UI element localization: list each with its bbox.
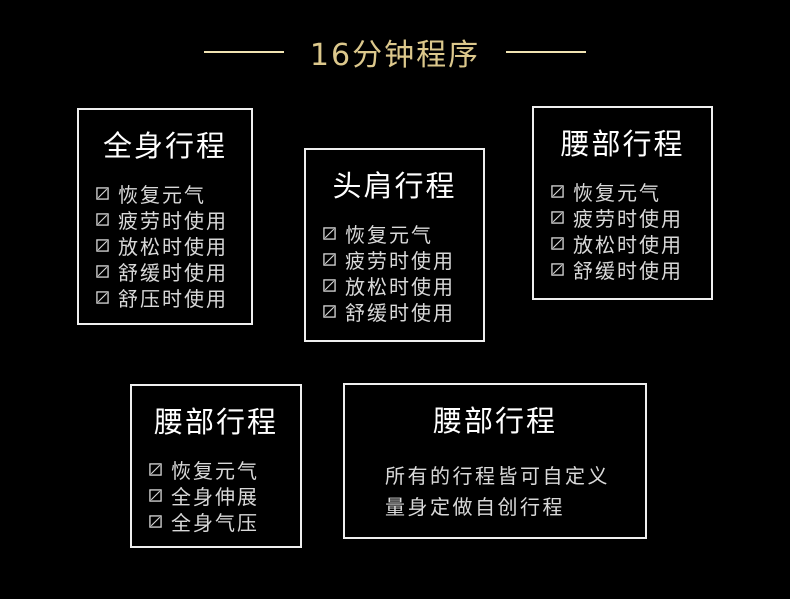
program-feature-label: 舒缓时使用 bbox=[118, 260, 228, 285]
checkbox-slash-icon bbox=[96, 186, 109, 200]
program-feature-label: 放松时使用 bbox=[118, 234, 228, 259]
program-feature-list: 恢复元气疲劳时使用放松时使用舒缓时使用 bbox=[306, 220, 483, 325]
program-feature-label: 舒压时使用 bbox=[118, 286, 228, 311]
program-feature-label: 恢复元气 bbox=[573, 180, 661, 205]
checkbox-slash-icon bbox=[551, 184, 564, 198]
custom-program-note-line: 量身定做自创行程 bbox=[385, 495, 565, 519]
program-feature-row: 恢复元气 bbox=[323, 220, 483, 247]
program-feature-row: 全身伸展 bbox=[149, 482, 300, 509]
program-card-head-shoulder: 头肩行程 恢复元气疲劳时使用放松时使用舒缓时使用 bbox=[304, 148, 485, 342]
program-feature-row: 舒压时使用 bbox=[96, 284, 251, 311]
checkbox-slash-icon bbox=[96, 238, 109, 252]
program-feature-row: 疲劳时使用 bbox=[96, 206, 251, 233]
checkbox-slash-icon bbox=[323, 304, 336, 318]
checkbox-slash-icon bbox=[323, 226, 336, 240]
custom-program-note: 所有的行程皆可自定义量身定做自创行程 bbox=[345, 455, 645, 523]
program-feature-row: 舒缓时使用 bbox=[551, 256, 711, 283]
program-feature-label: 舒缓时使用 bbox=[345, 300, 455, 325]
header-rule-left-icon bbox=[203, 51, 284, 53]
checkbox-slash-icon bbox=[551, 210, 564, 224]
program-feature-list: 恢复元气全身伸展全身气压 bbox=[132, 456, 300, 535]
checkbox-slash-icon bbox=[96, 264, 109, 278]
program-card-title: 头肩行程 bbox=[332, 169, 457, 203]
checkbox-slash-icon bbox=[323, 278, 336, 292]
page-title: 16分钟程序 bbox=[309, 38, 481, 73]
program-card-title: 全身行程 bbox=[102, 129, 227, 163]
page-header: 16分钟程序 bbox=[0, 32, 790, 73]
program-card-title: 腰部行程 bbox=[153, 405, 278, 439]
program-feature-row: 全身气压 bbox=[149, 508, 300, 535]
program-feature-label: 全身气压 bbox=[171, 510, 259, 535]
program-feature-label: 恢复元气 bbox=[118, 182, 206, 207]
header-rule-right-icon bbox=[506, 51, 587, 53]
program-feature-label: 恢复元气 bbox=[171, 458, 259, 483]
program-feature-row: 舒缓时使用 bbox=[323, 298, 483, 325]
checkbox-slash-icon bbox=[96, 290, 109, 304]
program-feature-label: 疲劳时使用 bbox=[118, 208, 228, 233]
program-card-waist-2: 腰部行程 恢复元气全身伸展全身气压 bbox=[130, 384, 302, 548]
program-feature-row: 恢复元气 bbox=[96, 180, 251, 207]
program-card-full-body: 全身行程 恢复元气疲劳时使用放松时使用舒缓时使用舒压时使用 bbox=[77, 108, 253, 325]
program-feature-row: 放松时使用 bbox=[551, 230, 711, 257]
program-card-title: 腰部行程 bbox=[560, 127, 685, 161]
checkbox-slash-icon bbox=[96, 212, 109, 226]
program-feature-row: 疲劳时使用 bbox=[551, 204, 711, 231]
program-feature-row: 恢复元气 bbox=[551, 178, 711, 205]
program-feature-row: 放松时使用 bbox=[323, 272, 483, 299]
checkbox-slash-icon bbox=[149, 488, 162, 502]
program-feature-label: 放松时使用 bbox=[345, 274, 455, 299]
checkbox-slash-icon bbox=[149, 514, 162, 528]
program-feature-label: 疲劳时使用 bbox=[573, 206, 683, 231]
program-feature-list: 恢复元气疲劳时使用放松时使用舒缓时使用舒压时使用 bbox=[79, 180, 251, 311]
program-feature-label: 舒缓时使用 bbox=[573, 258, 683, 283]
custom-program-note-line: 所有的行程皆可自定义 bbox=[385, 464, 610, 488]
checkbox-slash-icon bbox=[149, 462, 162, 476]
checkbox-slash-icon bbox=[551, 262, 564, 276]
program-feature-row: 恢复元气 bbox=[149, 456, 300, 483]
program-feature-row: 舒缓时使用 bbox=[96, 258, 251, 285]
program-card-custom: 腰部行程 所有的行程皆可自定义量身定做自创行程 bbox=[343, 383, 647, 539]
checkbox-slash-icon bbox=[323, 252, 336, 266]
program-feature-list: 恢复元气疲劳时使用放松时使用舒缓时使用 bbox=[534, 178, 711, 283]
checkbox-slash-icon bbox=[551, 236, 564, 250]
program-card-waist: 腰部行程 恢复元气疲劳时使用放松时使用舒缓时使用 bbox=[532, 106, 713, 300]
program-feature-label: 全身伸展 bbox=[171, 484, 259, 509]
program-feature-row: 疲劳时使用 bbox=[323, 246, 483, 273]
program-feature-label: 放松时使用 bbox=[573, 232, 683, 257]
program-feature-label: 疲劳时使用 bbox=[345, 248, 455, 273]
program-feature-row: 放松时使用 bbox=[96, 232, 251, 259]
program-feature-label: 恢复元气 bbox=[345, 222, 433, 247]
program-card-title: 腰部行程 bbox=[432, 404, 557, 438]
